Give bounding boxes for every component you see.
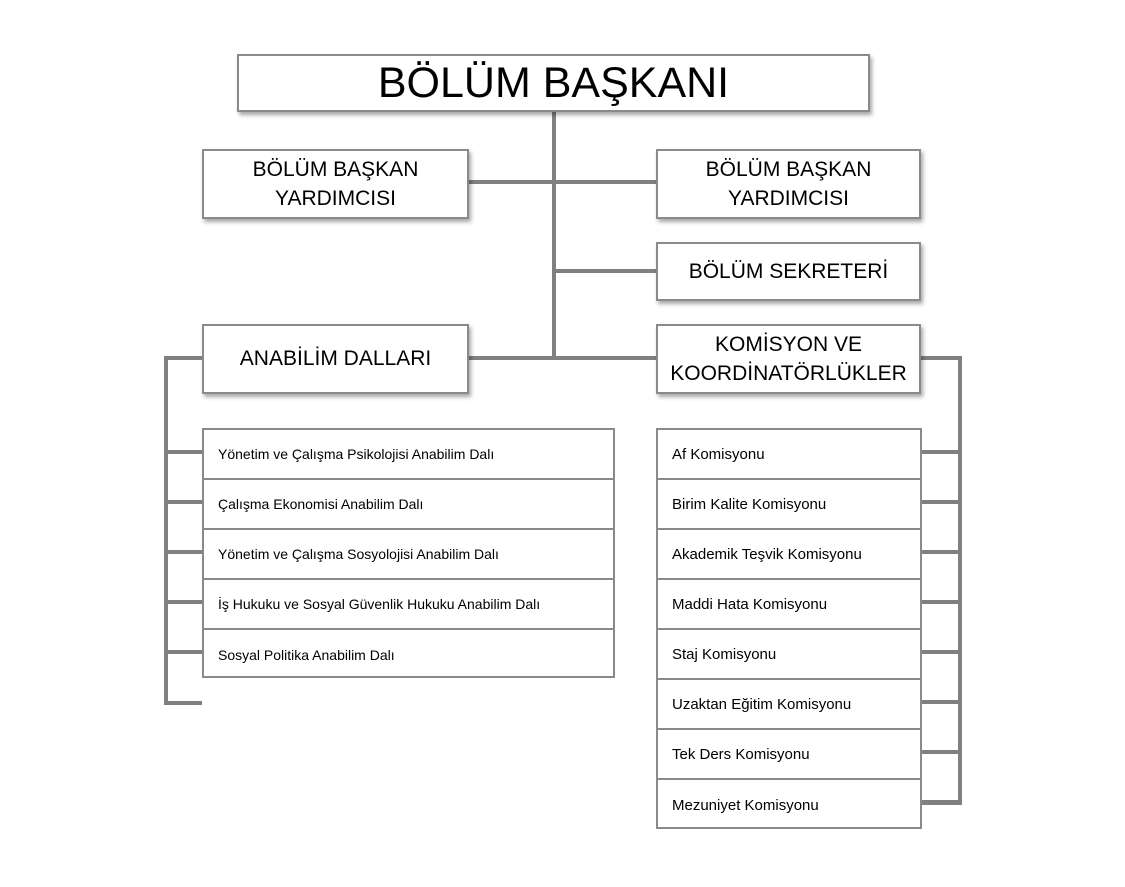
list-item: Çalışma Ekonomisi Anabilim Dalı <box>204 480 613 530</box>
right-bracket <box>921 356 962 805</box>
list-item: Uzaktan Eğitim Komisyonu <box>658 680 920 730</box>
deputy-right-box: BÖLÜM BAŞKAN YARDIMCISI <box>656 149 921 219</box>
departments-list: Yönetim ve Çalışma Psikolojisi Anabilim … <box>202 428 615 678</box>
list-item: Akademik Teşvik Komisyonu <box>658 530 920 580</box>
list-item: Maddi Hata Komisyonu <box>658 580 920 630</box>
departments-box: ANABİLİM DALLARI <box>202 324 469 394</box>
deputy-left-box: BÖLÜM BAŞKAN YARDIMCISI <box>202 149 469 219</box>
list-item: Yönetim ve Çalışma Psikolojisi Anabilim … <box>204 430 613 480</box>
list-item: Af Komisyonu <box>658 430 920 480</box>
list-item: Sosyal Politika Anabilim Dalı <box>218 647 395 663</box>
commissions-box: KOMİSYON VE KOORDİNATÖRLÜKLER <box>656 324 921 394</box>
left-bracket <box>164 356 202 705</box>
list-item: Mezuniyet Komisyonu <box>672 796 819 814</box>
head-box: BÖLÜM BAŞKANI <box>237 54 870 112</box>
list-item: Staj Komisyonu <box>658 630 920 680</box>
secretary-box: BÖLÜM SEKRETERİ <box>656 242 921 301</box>
list-item: Yönetim ve Çalışma Sosyolojisi Anabilim … <box>204 530 613 580</box>
list-item: Tek Ders Komisyonu <box>658 730 920 780</box>
list-item: İş Hukuku ve Sosyal Güvenlik Hukuku Anab… <box>204 580 613 630</box>
list-item: Birim Kalite Komisyonu <box>658 480 920 530</box>
